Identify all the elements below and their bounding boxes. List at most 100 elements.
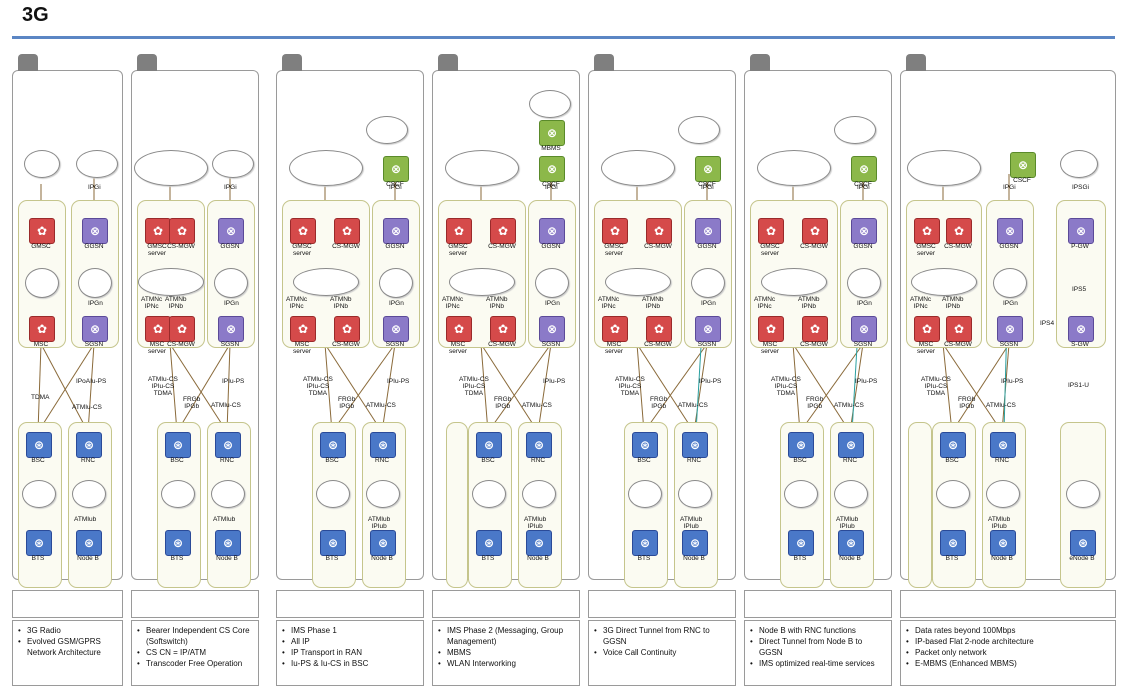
node-b-icon[interactable]: ⊛ <box>682 530 708 556</box>
bts-icon[interactable]: ⊛ <box>940 530 966 556</box>
bts-label: BTS <box>325 555 339 562</box>
node-b-icon[interactable]: ⊛ <box>215 530 241 556</box>
bsc-label: BSC <box>31 457 45 464</box>
release-tab[interactable] <box>594 54 614 71</box>
feature-item: Data rates beyond 100Mbps <box>906 625 1108 636</box>
bts-icon[interactable]: ⊛ <box>26 530 52 556</box>
ggsn-icon[interactable]: ⊗ <box>997 218 1023 244</box>
release-tab[interactable] <box>18 54 38 71</box>
bts-icon[interactable]: ⊛ <box>788 530 814 556</box>
gmsc-icon[interactable]: ✿ <box>29 218 55 244</box>
rnc-icon[interactable]: ⊛ <box>370 432 396 458</box>
sgsn-icon[interactable]: ⊗ <box>851 316 877 342</box>
ip-s1-label: IPS1-U <box>1068 382 1089 389</box>
msc-server-icon[interactable]: ✿ <box>602 316 628 342</box>
gmsc-server-icon[interactable]: ✿ <box>145 218 171 244</box>
ggsn-icon[interactable]: ⊗ <box>851 218 877 244</box>
cs-mgw-icon[interactable]: ✿ <box>946 218 972 244</box>
bts-icon[interactable]: ⊛ <box>165 530 191 556</box>
rnc-icon[interactable]: ⊛ <box>682 432 708 458</box>
ggsn-icon[interactable]: ⊗ <box>539 218 565 244</box>
node-b-icon[interactable]: ⊛ <box>990 530 1016 556</box>
release-tab[interactable] <box>137 54 157 71</box>
bts-icon[interactable]: ⊛ <box>320 530 346 556</box>
ggsn-icon[interactable]: ⊗ <box>695 218 721 244</box>
sgsn-icon[interactable]: ⊗ <box>82 316 108 342</box>
sgsn-icon[interactable]: ⊗ <box>539 316 565 342</box>
node-b-icon[interactable]: ⊛ <box>526 530 552 556</box>
release-tab[interactable] <box>438 54 458 71</box>
cscf-icon[interactable]: ⊗ <box>851 156 877 182</box>
gmsc-server-icon[interactable]: ✿ <box>290 218 316 244</box>
gmsc-server-icon[interactable]: ✿ <box>914 218 940 244</box>
s-gw-icon[interactable]: ⊗ <box>1068 316 1094 342</box>
ggsn-icon[interactable]: ⊗ <box>218 218 244 244</box>
release-tab[interactable] <box>906 54 926 71</box>
gb-label: FRGb IPGb <box>650 396 668 410</box>
gmsc-server-icon[interactable]: ✿ <box>758 218 784 244</box>
cscf-icon[interactable]: ⊗ <box>383 156 409 182</box>
ggsn-icon[interactable]: ⊗ <box>82 218 108 244</box>
rnc-icon[interactable]: ⊛ <box>76 432 102 458</box>
node-b-icon[interactable]: ⊛ <box>76 530 102 556</box>
cs-mgw-icon[interactable]: ✿ <box>169 218 195 244</box>
msc-server-icon[interactable]: ✿ <box>446 316 472 342</box>
bsc-icon[interactable]: ⊛ <box>476 432 502 458</box>
rnc-icon[interactable]: ⊛ <box>526 432 552 458</box>
bsc-icon[interactable]: ⊛ <box>632 432 658 458</box>
release-tab[interactable] <box>750 54 770 71</box>
bsc-icon[interactable]: ⊛ <box>26 432 52 458</box>
rnc-icon[interactable]: ⊛ <box>215 432 241 458</box>
bsc-icon[interactable]: ⊛ <box>320 432 346 458</box>
node-b-icon[interactable]: ⊛ <box>838 530 864 556</box>
bts-label: BTS <box>31 555 45 562</box>
cs-mgw-icon[interactable]: ✿ <box>802 218 828 244</box>
mbms-icon[interactable]: ⊗ <box>539 120 565 146</box>
cscf-icon[interactable]: ⊗ <box>695 156 721 182</box>
node-b-icon[interactable]: ⊛ <box>370 530 396 556</box>
feature-item: Evolved GSM/GPRS Network Architecture <box>18 636 115 658</box>
msc-server-icon[interactable]: ✿ <box>145 316 171 342</box>
speed-box <box>131 590 259 618</box>
sgsn-icon[interactable]: ⊗ <box>383 316 409 342</box>
ggsn-icon[interactable]: ⊗ <box>383 218 409 244</box>
cs-mgw-2-icon[interactable]: ✿ <box>802 316 828 342</box>
sgsn-icon[interactable]: ⊗ <box>695 316 721 342</box>
cs-mgw-icon[interactable]: ✿ <box>490 218 516 244</box>
cscf-icon[interactable]: ⊗ <box>539 156 565 182</box>
cs-mgw-2-icon[interactable]: ✿ <box>946 316 972 342</box>
sgsn-icon[interactable]: ⊗ <box>218 316 244 342</box>
ip-gn-label: IPGn <box>88 300 103 307</box>
bsc-icon[interactable]: ⊛ <box>165 432 191 458</box>
cs-mgw-2-icon[interactable]: ✿ <box>334 316 360 342</box>
bsc-icon[interactable]: ⊛ <box>940 432 966 458</box>
release-tab[interactable] <box>282 54 302 71</box>
msc-icon[interactable]: ✿ <box>29 316 55 342</box>
gmsc-server-icon[interactable]: ✿ <box>446 218 472 244</box>
msc-server-icon[interactable]: ✿ <box>914 316 940 342</box>
cs-mgw-2-icon[interactable]: ✿ <box>646 316 672 342</box>
bts-icon[interactable]: ⊛ <box>476 530 502 556</box>
cs-mgw-label: CS-MGW <box>800 243 828 250</box>
enode-b-icon[interactable]: ⊛ <box>1070 530 1096 556</box>
cs-mgw-icon[interactable]: ✿ <box>646 218 672 244</box>
cscf-icon[interactable]: ⊗ <box>1010 152 1036 178</box>
msc-server-icon[interactable]: ✿ <box>758 316 784 342</box>
msc-server-icon[interactable]: ✿ <box>290 316 316 342</box>
rnc-icon[interactable]: ⊛ <box>990 432 1016 458</box>
bts-icon[interactable]: ⊛ <box>632 530 658 556</box>
iub-label: ATMIub <box>74 516 97 523</box>
bsc-icon[interactable]: ⊛ <box>788 432 814 458</box>
gmsc-server-icon[interactable]: ✿ <box>602 218 628 244</box>
feature-item: Direct Tunnel from Node B to GGSN <box>750 636 884 658</box>
internet-cloud <box>212 150 254 178</box>
internet-cloud <box>834 116 876 144</box>
rnc-icon[interactable]: ⊛ <box>838 432 864 458</box>
p-gw-icon[interactable]: ⊗ <box>1068 218 1094 244</box>
gb-label: FRGb IPGb <box>494 396 512 410</box>
ipatm-bubble <box>761 268 827 296</box>
cs-mgw-2-icon[interactable]: ✿ <box>169 316 195 342</box>
cs-mgw-icon[interactable]: ✿ <box>334 218 360 244</box>
cs-mgw-2-icon[interactable]: ✿ <box>490 316 516 342</box>
sgsn-icon[interactable]: ⊗ <box>997 316 1023 342</box>
